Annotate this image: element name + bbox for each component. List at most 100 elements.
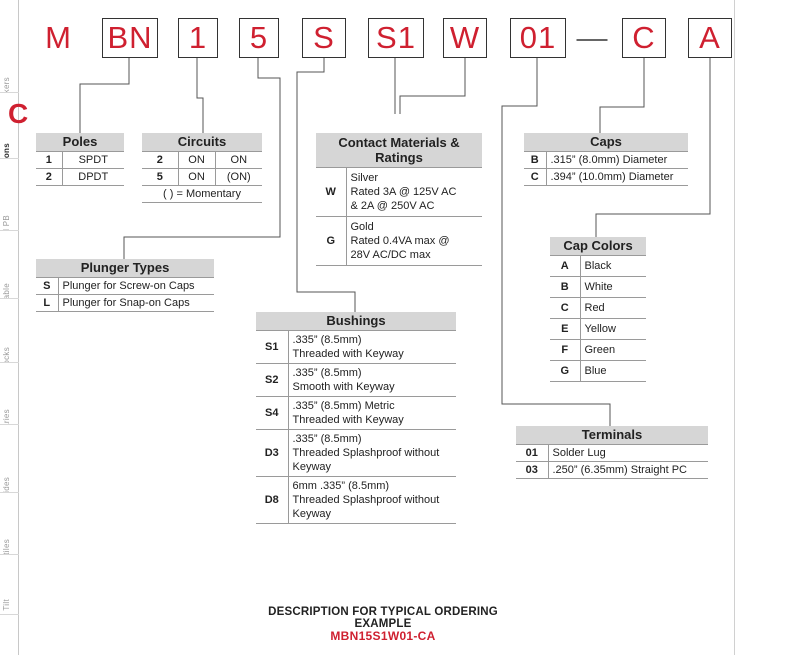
- tab-rockers[interactable]: Rockers: [0, 0, 19, 92]
- tab-slides[interactable]: Slides: [0, 424, 19, 492]
- caps-code: B: [524, 151, 547, 169]
- table-row: 03 .250” (6.35mm) Straight PC: [516, 461, 708, 479]
- bushing-line: 6mm .335” (8.5mm): [292, 480, 390, 492]
- ordering-example-code: MBN15S1W01-CA: [330, 629, 436, 643]
- table-row: 2 ON ON: [142, 151, 262, 169]
- bushing-line: Smooth with Keyway: [292, 381, 395, 393]
- table-row: 2 DPDT: [36, 168, 124, 186]
- bushing-line: Threaded with Keyway: [292, 348, 404, 360]
- plunger-value: Plunger for Screw-on Caps: [58, 277, 214, 295]
- caps-value: .315” (8.0mm) Diameter: [546, 151, 688, 169]
- plunger-code: S: [36, 277, 59, 295]
- contacts-title: Contact Materials & Ratings: [316, 133, 482, 168]
- tab-keylocks[interactable]: Keylocks: [0, 298, 19, 362]
- poles-value: DPDT: [62, 168, 124, 186]
- active-section-letter: C: [8, 98, 29, 129]
- bushing-line: .335” (8.5mm): [292, 433, 362, 445]
- terminals-title: Terminals: [516, 426, 708, 445]
- cap-color-value: Black: [580, 255, 646, 277]
- cap-color-value: White: [580, 276, 646, 298]
- cap-color-code: F: [550, 339, 581, 361]
- table-row: C .394” (10.0mm) Diameter: [524, 168, 688, 186]
- bushing-code: D8: [256, 476, 289, 524]
- plunger-code: L: [36, 294, 59, 312]
- table-row: S4 .335” (8.5mm) Metric Threaded with Ke…: [256, 396, 456, 430]
- tab-divider: [0, 554, 19, 555]
- bushing-line: Keyway: [292, 461, 332, 473]
- tab-divider: [0, 158, 19, 159]
- tab-rotaries[interactable]: Rotaries: [0, 362, 19, 424]
- cap-color-value: Red: [580, 297, 646, 319]
- tab-label: Keylocks: [2, 347, 11, 362]
- table-row: 5 ON (ON): [142, 168, 262, 186]
- terminal-value: Solder Lug: [548, 444, 708, 462]
- tab-divider: [0, 492, 19, 493]
- code-segment-plunger: S: [302, 18, 346, 58]
- ordering-example-heading: DESCRIPTION FOR TYPICAL ORDERING EXAMPLE: [268, 606, 498, 630]
- code-segment-circuits: 5: [239, 18, 279, 58]
- code-segment-terminals: 01: [510, 18, 566, 58]
- tab-tilt[interactable]: Tilt: [0, 554, 19, 614]
- tab-tactiles[interactable]: Tactiles: [0, 492, 19, 554]
- tab-label: Tilt: [2, 599, 11, 611]
- tab-label: Pushbuttons: [2, 143, 11, 158]
- tab-divider: [0, 362, 19, 363]
- code-segment-bushing: S1: [368, 18, 424, 58]
- caps-table: Caps B .315” (8.0mm) Diameter C .394” (1…: [524, 133, 688, 186]
- circuits-state-a: ON: [178, 168, 216, 186]
- code-dash: —: [576, 20, 608, 55]
- cap-color-value: Yellow: [580, 318, 646, 340]
- circuits-title: Circuits: [142, 133, 262, 152]
- bushing-code: S1: [256, 330, 289, 364]
- terminal-code: 03: [516, 461, 549, 479]
- tab-label: Rockers: [2, 77, 11, 92]
- poles-value: SPDT: [62, 151, 124, 169]
- plunger-table: Plunger Types S Plunger for Screw-on Cap…: [36, 259, 214, 312]
- bushing-line: .335” (8.5mm): [292, 334, 362, 346]
- terminals-table: Terminals 01 Solder Lug 03 .250” (6.35mm…: [516, 426, 708, 479]
- tab-programmable[interactable]: Programmable: [0, 230, 19, 298]
- tab-divider: [0, 298, 19, 299]
- cap-color-code: E: [550, 318, 581, 340]
- contacts-line: 28V AC/DC max: [350, 249, 431, 261]
- bushing-line: Keyway: [292, 508, 332, 520]
- code-prefix: M: [45, 20, 71, 55]
- tab-label: Rotaries: [2, 409, 11, 424]
- cap-color-code: G: [550, 360, 581, 382]
- contacts-line: Gold: [350, 221, 374, 233]
- cap-color-code: B: [550, 276, 581, 298]
- code-segment-caps: C: [622, 18, 666, 58]
- tab-illuminated-pb[interactable]: Illuminated PB: [0, 158, 19, 230]
- bushings-title: Bushings: [256, 312, 456, 331]
- circuits-table: Circuits 2 ON ON 5 ON (ON) ( ) = Momenta…: [142, 133, 262, 203]
- cap-color-code: A: [550, 255, 581, 277]
- table-row: G Gold Rated 0.4VA max @ 28V AC/DC max: [316, 216, 482, 266]
- contacts-line: Rated 3A @ 125V AC: [350, 186, 457, 198]
- table-row: B .315” (8.0mm) Diameter: [524, 151, 688, 169]
- cap-colors-title: Cap Colors: [550, 237, 646, 256]
- table-row: D3 .335” (8.5mm) Threaded Splashproof wi…: [256, 429, 456, 477]
- contacts-table: Contact Materials & Ratings W Silver Rat…: [316, 133, 482, 266]
- code-segment-cap-color: A: [688, 18, 732, 58]
- circuits-state-b: ON: [214, 151, 262, 169]
- code-segment-contacts: W: [443, 18, 487, 58]
- cap-color-value: Green: [580, 339, 646, 361]
- plunger-value: Plunger for Snap-on Caps: [58, 294, 214, 312]
- circuits-state-a: ON: [178, 151, 216, 169]
- bushing-line: Threaded with Keyway: [292, 414, 404, 426]
- caps-value: .394” (10.0mm) Diameter: [546, 168, 688, 186]
- table-row: S1 .335” (8.5mm) Threaded with Keyway: [256, 330, 456, 364]
- poles-title: Poles: [36, 133, 124, 152]
- table-row: L Plunger for Snap-on Caps: [36, 294, 214, 312]
- plunger-title: Plunger Types: [36, 259, 214, 278]
- poles-table: Poles 1 SPDT 2 DPDT: [36, 133, 124, 186]
- tab-label: Illuminated PB: [2, 215, 11, 230]
- table-row: 1 SPDT: [36, 151, 124, 169]
- contacts-line: Silver: [350, 172, 379, 184]
- category-tab-strip: Rockers Pushbuttons Illuminated PB Progr…: [0, 0, 19, 655]
- code-segment-poles: 1: [178, 18, 218, 58]
